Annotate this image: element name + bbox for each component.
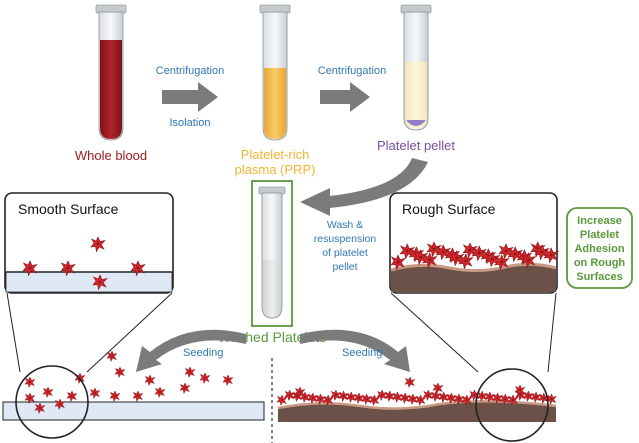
- platelet-icon: [222, 374, 234, 386]
- test-tube-icon: [400, 4, 432, 131]
- curved-arrow-icon: [136, 329, 246, 372]
- platelet-icon: [184, 366, 196, 378]
- zoom-line: [547, 292, 557, 373]
- callout-line5: Surfaces: [576, 271, 622, 283]
- platelet-icon: [144, 374, 156, 386]
- platelet-icon: [179, 382, 191, 394]
- platelet-pellet-label: Platelet pellet: [377, 138, 455, 153]
- platelet-icon: [24, 376, 36, 388]
- wash-label-line1: Wash &: [327, 219, 363, 231]
- isolation-label: Isolation: [170, 117, 211, 129]
- platelet-icon: [89, 387, 101, 399]
- magnifier-circle-icon: [475, 368, 549, 442]
- platelet-icon: [199, 372, 211, 384]
- callout-line3: Adhesion: [574, 243, 624, 255]
- platelet-icon: [132, 390, 144, 402]
- arrow-right-icon: [162, 82, 218, 112]
- curved-arrow-icon: [300, 329, 410, 372]
- centrifugation-label-2: Centrifugation: [318, 65, 387, 77]
- platelet-icon: [404, 376, 416, 388]
- callout-line4: on Rough: [574, 257, 626, 269]
- wash-label-line3: of platelet: [322, 247, 368, 259]
- smooth-surface-title: Smooth Surface: [18, 201, 119, 217]
- magnifier-circle-icon: [15, 365, 89, 439]
- platelet-cluster: [276, 376, 557, 406]
- prp-label-line1: Platelet-rich: [241, 147, 310, 162]
- platelet-icon: [42, 386, 54, 398]
- test-tube-icon: [95, 4, 127, 141]
- seeding-label-left: Seeding: [183, 347, 223, 359]
- test-tube-icon: [258, 186, 286, 319]
- smooth-surface-panel: Smooth Surface: [4, 192, 174, 294]
- platelet-icon: [376, 389, 388, 401]
- wash-label-line2: resuspension: [314, 233, 377, 245]
- callout-line2: Platelet: [580, 229, 619, 241]
- rough-substrate: [278, 401, 556, 422]
- platelet-icon: [66, 390, 78, 402]
- centrifugation-label-1: Centrifugation: [156, 65, 225, 77]
- whole-blood-label: Whole blood: [75, 148, 147, 163]
- zoom-line: [86, 292, 173, 373]
- rough-surface-title: Rough Surface: [402, 201, 496, 217]
- smooth-substrate: [2, 401, 265, 421]
- platelet-icon: [330, 389, 342, 401]
- platelet-icon: [432, 382, 444, 394]
- washed-platelets-frame: [251, 180, 293, 327]
- callout-line1: Increase: [577, 215, 622, 227]
- seeding-label-right: Seeding: [342, 347, 382, 359]
- zoom-line: [6, 292, 21, 373]
- wash-label-line4: pellet: [332, 261, 357, 273]
- rough-surface-panel: Rough Surface: [389, 192, 559, 294]
- curved-arrow-icon: [300, 158, 428, 216]
- platelet-icon: [284, 389, 296, 401]
- prp-label-line2: plasma (PRP): [235, 162, 316, 177]
- platelet-icon: [109, 390, 121, 402]
- test-tube-icon: [259, 4, 291, 141]
- adhesion-callout: Increase Platelet Adhesion on Rough Surf…: [566, 207, 633, 289]
- arrow-right-icon: [320, 82, 370, 112]
- zoom-line: [390, 292, 479, 373]
- platelet-icon: [154, 386, 166, 398]
- platelet-icon: [114, 366, 126, 378]
- platelet-icon: [422, 389, 434, 401]
